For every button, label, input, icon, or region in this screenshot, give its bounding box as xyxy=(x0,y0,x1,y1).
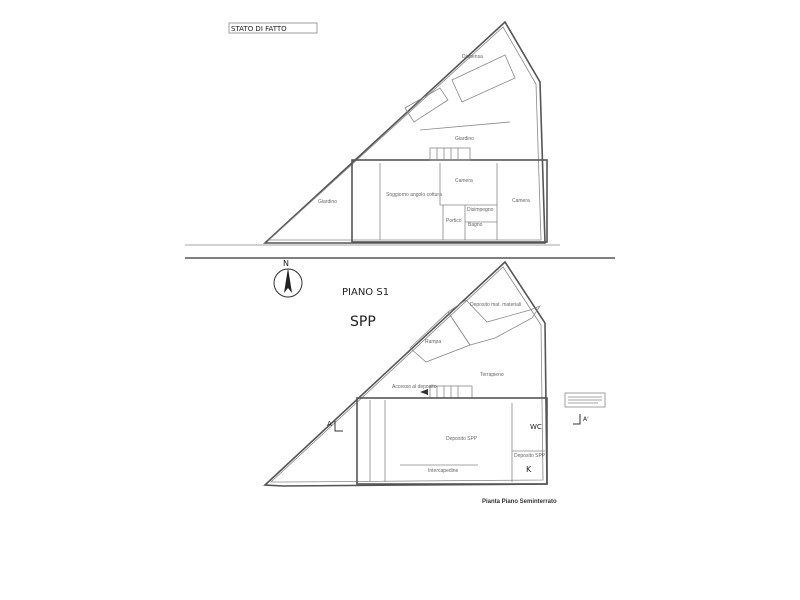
room-label-terrapieno: Terrapieno xyxy=(480,372,504,378)
access-arrow-icon xyxy=(420,389,428,395)
header-text: STATO DI FATTO xyxy=(231,25,287,33)
room-label-giardino: Giardino xyxy=(455,136,474,142)
room-label-k: K xyxy=(526,465,532,474)
upper-plan: Dispensa Giardino Giardino Soggiorno ang… xyxy=(185,20,560,246)
legend-box xyxy=(564,392,606,408)
pergola xyxy=(451,54,516,103)
lower-plan: Deposito mat. materiali Rampa Terrapieno… xyxy=(263,260,606,487)
section-label-left: A xyxy=(327,420,332,428)
room-label-deposito-spp: Deposito SPP xyxy=(446,436,478,442)
room-label-bagno: Bagno xyxy=(468,222,483,228)
header-box xyxy=(228,22,318,34)
room-label-accesso: Accesso al deposito xyxy=(392,384,437,390)
deposito-spp-room xyxy=(356,397,548,485)
room-label-soggiorno: Soggiorno angolo cottura xyxy=(386,192,442,198)
room-label-giardino-left: Giardino xyxy=(318,199,337,205)
room-label-rampa: Rampa xyxy=(425,339,441,345)
deposito-materiali-room xyxy=(447,299,542,346)
floor-note: PIANO S1 xyxy=(342,287,389,298)
upper-stairs xyxy=(429,147,471,161)
upper-lot-outline xyxy=(262,20,546,244)
plan-caption: Pianta Piano Seminterrato xyxy=(482,499,557,505)
section-mark-left xyxy=(334,421,343,432)
section-label-right: A' xyxy=(583,416,589,423)
room-label-intercapedine: Intercapedine xyxy=(428,468,459,474)
room-label-deposito-small: Deposito SPP xyxy=(514,453,546,459)
room-label-portico: Portico xyxy=(446,218,462,224)
room-label-disimpegno: Disimpegno xyxy=(467,207,494,213)
use-note: SPP xyxy=(350,314,376,330)
north-arrow-icon: N xyxy=(273,259,303,298)
north-label: N xyxy=(283,259,289,268)
lower-lot-outline xyxy=(263,260,548,487)
room-label-camera-1: Camera xyxy=(455,178,473,184)
section-mark-right xyxy=(573,414,581,425)
rampa-room xyxy=(409,311,471,363)
room-label-dispensa: Dispensa xyxy=(462,54,483,60)
room-label-camera-2: Camera xyxy=(512,198,530,204)
room-label-wc: WC xyxy=(530,423,542,431)
upper-ramp-stairs xyxy=(404,87,449,123)
room-label-deposito-materiali: Deposito mat. materiali xyxy=(470,302,521,308)
